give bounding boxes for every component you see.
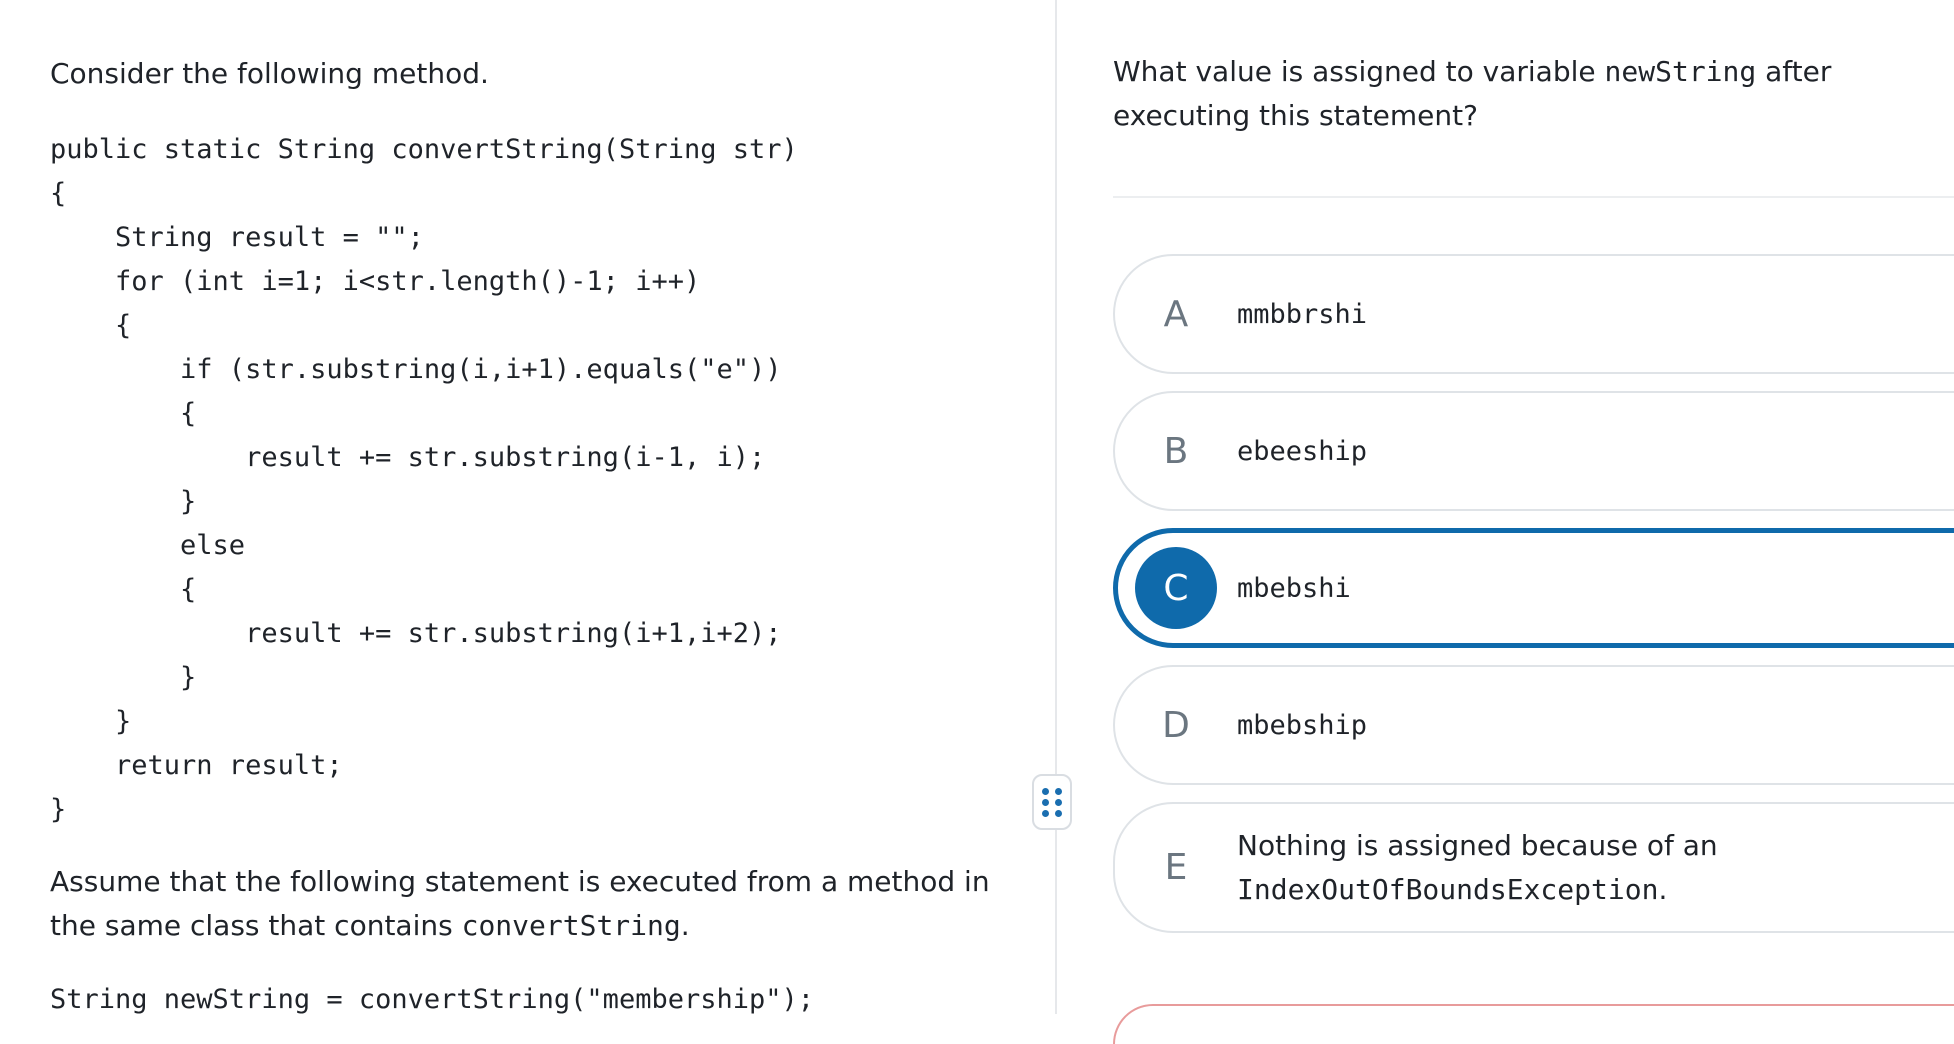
stimulus-pane: Consider the following method. public st… — [50, 57, 1010, 1015]
code-line-6: if (str.substring(i,i+1).equals("e")) — [50, 354, 782, 385]
question-code: newString — [1604, 55, 1757, 88]
choice-e-text-line1: Nothing is assigned because of an — [1237, 828, 1718, 862]
choice-c[interactable]: C mbebshi — [1113, 528, 1954, 648]
code-line-16: } — [50, 794, 67, 825]
choice-f-partial[interactable] — [1113, 1004, 1954, 1044]
choice-b-letter: B — [1163, 430, 1189, 472]
choice-e[interactable]: E Nothing is assigned because of an Inde… — [1113, 802, 1954, 933]
code-line-10: else — [50, 530, 246, 561]
choice-e-code: IndexOutOfBoundsException — [1237, 872, 1659, 906]
code-line-13: } — [50, 662, 197, 693]
choice-a[interactable]: A mmbbrshi — [1113, 254, 1954, 374]
choice-b-text: ebeeship — [1237, 435, 1368, 467]
drag-handle-icon[interactable] — [1032, 774, 1072, 830]
code-line-14: } — [50, 706, 132, 737]
choice-e-text-end: . — [1658, 872, 1668, 906]
assume-paragraph: Assume that the following statement is e… — [50, 860, 1010, 948]
choice-e-letter: E — [1164, 847, 1188, 888]
code-line-5: { — [50, 310, 132, 341]
code-line-8: result += str.substring(i-1, i); — [50, 442, 766, 473]
code-line-2: { — [50, 178, 67, 209]
question-text: What value is assigned to variable newSt… — [1113, 50, 1953, 138]
assume-text: Assume that the following statement is e… — [50, 865, 990, 942]
code-line-9: } — [50, 486, 197, 517]
pane-divider — [1055, 0, 1057, 1014]
choice-d-letter: D — [1162, 704, 1190, 746]
code-line-12: result += str.substring(i+1,i+2); — [50, 618, 782, 649]
statement-code: String newString = convertString("member… — [50, 984, 815, 1015]
assume-code: convertString — [461, 909, 681, 942]
choice-c-text: mbebshi — [1237, 572, 1351, 604]
code-line-1: public static String convertString(Strin… — [50, 134, 798, 165]
question-pane: What value is assigned to variable newSt… — [1057, 0, 1954, 1044]
choice-c-letter: C — [1135, 547, 1217, 629]
code-line-4: for (int i=1; i<str.length()-1; i++) — [50, 266, 701, 297]
choice-b[interactable]: B ebeeship — [1113, 391, 1954, 511]
choice-a-letter: A — [1163, 293, 1189, 335]
choice-d[interactable]: D mbebship — [1113, 665, 1954, 785]
code-line-11: { — [50, 574, 197, 605]
question-text-start: What value is assigned to variable — [1113, 55, 1605, 88]
code-line-3: String result = ""; — [50, 222, 424, 253]
question-text-end: after executing this statement? — [1113, 55, 1832, 132]
choice-e-text: Nothing is assigned because of an IndexO… — [1237, 824, 1718, 912]
code-line-15: return result; — [50, 750, 343, 781]
stimulus-intro: Consider the following method. — [50, 57, 489, 90]
question-divider — [1113, 196, 1954, 198]
assume-text-end: . — [680, 909, 690, 942]
choice-a-text: mmbbrshi — [1237, 298, 1368, 330]
code-line-7: { — [50, 398, 197, 429]
choice-d-text: mbebship — [1237, 709, 1368, 741]
